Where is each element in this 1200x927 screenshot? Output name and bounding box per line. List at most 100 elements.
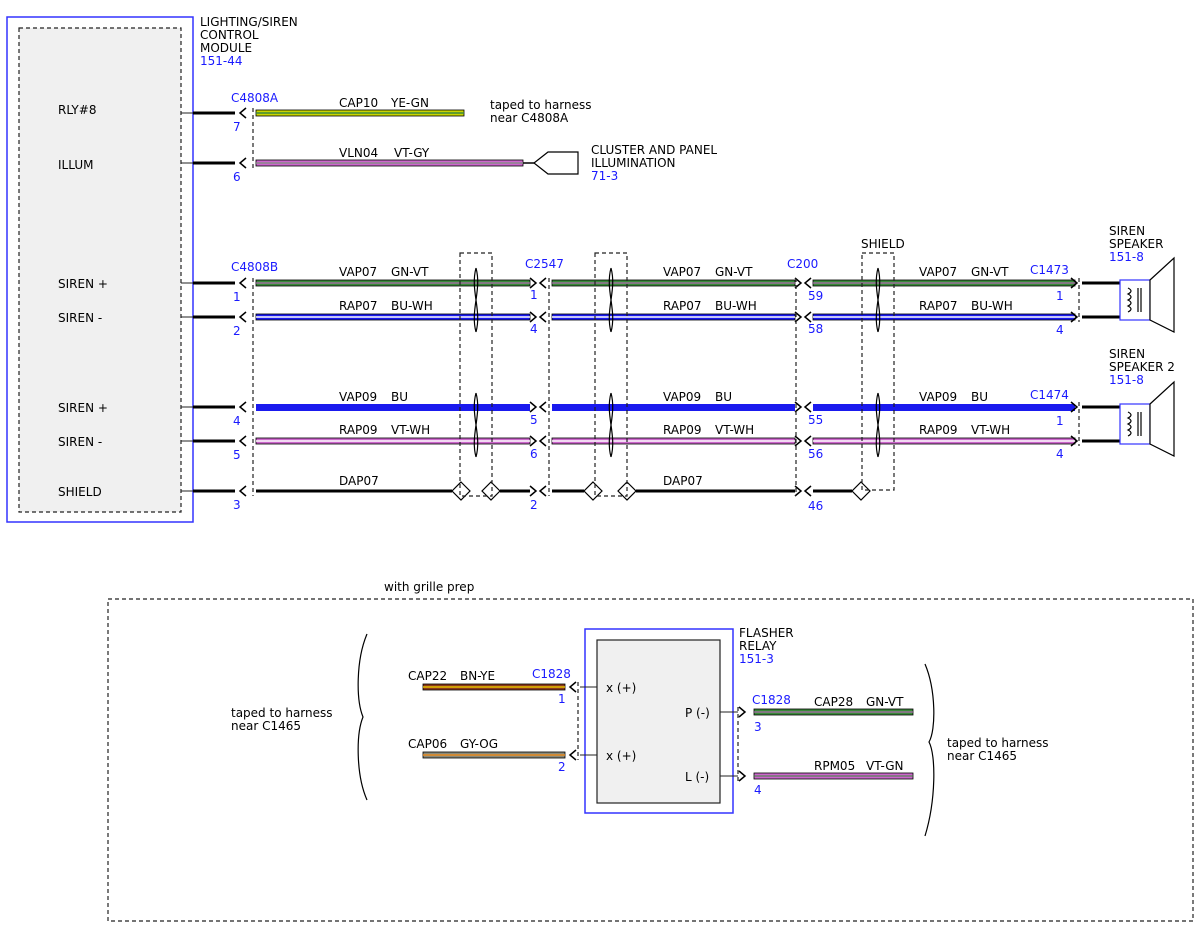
pin-label-siren-pos-2: SIREN + bbox=[58, 401, 108, 415]
connector-c1473: C1473 bbox=[1030, 263, 1069, 277]
module-title-line3: MODULE bbox=[200, 41, 252, 55]
lighting-siren-control-module bbox=[6, 16, 194, 523]
speaker-2-title-2: SPEAKER 2 bbox=[1109, 360, 1175, 374]
pin-label-siren-neg-1: SIREN - bbox=[58, 311, 102, 325]
connector-c4808b: C4808B bbox=[231, 260, 278, 274]
speaker-1-ref: 151-8 bbox=[1109, 250, 1144, 264]
pin-e59: 59 bbox=[808, 289, 823, 303]
grille-prep-box bbox=[107, 598, 1194, 922]
shield-twist-3 bbox=[861, 252, 895, 491]
note-shield: SHIELD bbox=[861, 237, 905, 251]
shield-twist-2 bbox=[594, 252, 628, 497]
pin-d1: 1 bbox=[530, 288, 538, 302]
wire-rap09-circuit-a: RAP09 bbox=[339, 423, 378, 437]
wire-cap22-circuit: CAP22 bbox=[408, 669, 447, 683]
shield-twist-1 bbox=[459, 252, 493, 497]
pin-b4: 4 bbox=[233, 414, 241, 428]
pin-d5: 5 bbox=[530, 413, 538, 427]
wire-rap09-circuit-b: RAP09 bbox=[663, 423, 702, 437]
note-taped-top-1: taped to harness bbox=[490, 98, 592, 112]
wire-cap10-color: YE-GN bbox=[390, 96, 429, 110]
wire-rap09-circuit-c: RAP09 bbox=[919, 423, 958, 437]
wire-vap09-color-c: BU bbox=[971, 390, 988, 404]
note-grille: with grille prep bbox=[384, 580, 474, 594]
wire-vap07-color-c: GN-VT bbox=[971, 265, 1009, 279]
relay-ref: 151-3 bbox=[739, 652, 774, 666]
wire-rap07-circuit-a: RAP07 bbox=[339, 299, 378, 313]
siren-speaker-2 bbox=[1119, 380, 1175, 457]
connector-c4808a: C4808A bbox=[231, 91, 279, 105]
wire-vln04-circuit: VLN04 bbox=[339, 146, 378, 160]
cluster-connector-flag bbox=[533, 151, 579, 175]
pin-label-shield: SHIELD bbox=[58, 485, 102, 499]
note-taped-top-2: near C4808A bbox=[490, 111, 569, 125]
wire-cap28-circuit: CAP28 bbox=[814, 695, 853, 709]
wire-rap07-circuit-c: RAP07 bbox=[919, 299, 958, 313]
wire-dap07-circuit-a: DAP07 bbox=[339, 474, 379, 488]
module-title-line1: LIGHTING/SIREN bbox=[200, 15, 298, 29]
pin-label-rly8: RLY#8 bbox=[58, 103, 96, 117]
pin-b5: 5 bbox=[233, 448, 241, 462]
wire-rap07-circuit-b: RAP07 bbox=[663, 299, 702, 313]
wire-vap07-circuit-b: VAP07 bbox=[663, 265, 701, 279]
wire-rpm05-circuit: RPM05 bbox=[814, 759, 855, 773]
pin-label-illum: ILLUM bbox=[58, 158, 93, 172]
pin-label-siren-neg-2: SIREN - bbox=[58, 435, 102, 449]
wire-vln04-color: VT-GY bbox=[394, 146, 430, 160]
wire-rap09-color-c: VT-WH bbox=[971, 423, 1010, 437]
wire-vln04 bbox=[255, 159, 534, 167]
pin-e58: 58 bbox=[808, 322, 823, 336]
drain-terminal-3 bbox=[583, 481, 603, 501]
connector-c1474: C1474 bbox=[1030, 388, 1069, 402]
module-ref: 151-44 bbox=[200, 54, 243, 68]
wire-rap07 bbox=[255, 313, 1076, 321]
note-taped-right-2: near C1465 bbox=[947, 749, 1017, 763]
pin-e56: 56 bbox=[808, 447, 823, 461]
wire-rap07-color-a: BU-WH bbox=[391, 299, 433, 313]
wire-vap09-circuit-b: VAP09 bbox=[663, 390, 701, 404]
wire-vap09 bbox=[256, 404, 1075, 411]
note-cluster-2: ILLUMINATION bbox=[591, 156, 676, 170]
pin-d6: 6 bbox=[530, 447, 538, 461]
pin-b2: 2 bbox=[233, 324, 241, 338]
wire-cap06 bbox=[422, 751, 566, 759]
wire-cap28-color: GN-VT bbox=[866, 695, 904, 709]
relay-title-2: RELAY bbox=[739, 639, 777, 653]
note-taped-right-1: taped to harness bbox=[947, 736, 1049, 750]
connector-c2547: C2547 bbox=[525, 257, 564, 271]
connector-c1828-in: C1828 bbox=[532, 667, 571, 681]
wire-rap07-color-c: BU-WH bbox=[971, 299, 1013, 313]
drain-terminal-5 bbox=[851, 481, 871, 501]
pin-b3: 3 bbox=[233, 498, 241, 512]
wire-cap06-circuit: CAP06 bbox=[408, 737, 447, 751]
right-brace bbox=[924, 663, 935, 837]
pin-f1: 1 bbox=[558, 692, 566, 706]
wire-rap09-color-a: VT-WH bbox=[391, 423, 430, 437]
note-taped-left-2: near C1465 bbox=[231, 719, 301, 733]
speaker-1-title-2: SPEAKER bbox=[1109, 237, 1163, 251]
wire-cap10-circuit: CAP10 bbox=[339, 96, 378, 110]
wire-vap09-circuit-c: VAP09 bbox=[919, 390, 957, 404]
pin-e46: 46 bbox=[808, 499, 823, 513]
wire-vap09-circuit-a: VAP09 bbox=[339, 390, 377, 404]
flasher-relay bbox=[584, 628, 734, 814]
wire-cap28 bbox=[753, 708, 914, 716]
relay-pin-l: L (-) bbox=[685, 770, 709, 784]
relay-pin-p: P (-) bbox=[685, 706, 710, 720]
module-title-line2: CONTROL bbox=[200, 28, 259, 42]
pin-a7: 7 bbox=[233, 120, 241, 134]
pin-s2-1: 1 bbox=[1056, 414, 1064, 428]
drain-terminal-2 bbox=[481, 481, 501, 501]
pin-e55: 55 bbox=[808, 413, 823, 427]
wire-cap06-color: GY-OG bbox=[460, 737, 498, 751]
wire-vap07 bbox=[255, 279, 1076, 287]
relay-title-1: FLASHER bbox=[739, 626, 794, 640]
relay-pin-x-1: x (+) bbox=[606, 681, 636, 695]
connector-c1828-out: C1828 bbox=[752, 693, 791, 707]
pin-f3: 3 bbox=[754, 720, 762, 734]
speaker-2-ref: 151-8 bbox=[1109, 373, 1144, 387]
siren-speaker-1 bbox=[1119, 256, 1175, 333]
wire-rap09-color-b: VT-WH bbox=[715, 423, 754, 437]
pin-f4: 4 bbox=[754, 783, 762, 797]
